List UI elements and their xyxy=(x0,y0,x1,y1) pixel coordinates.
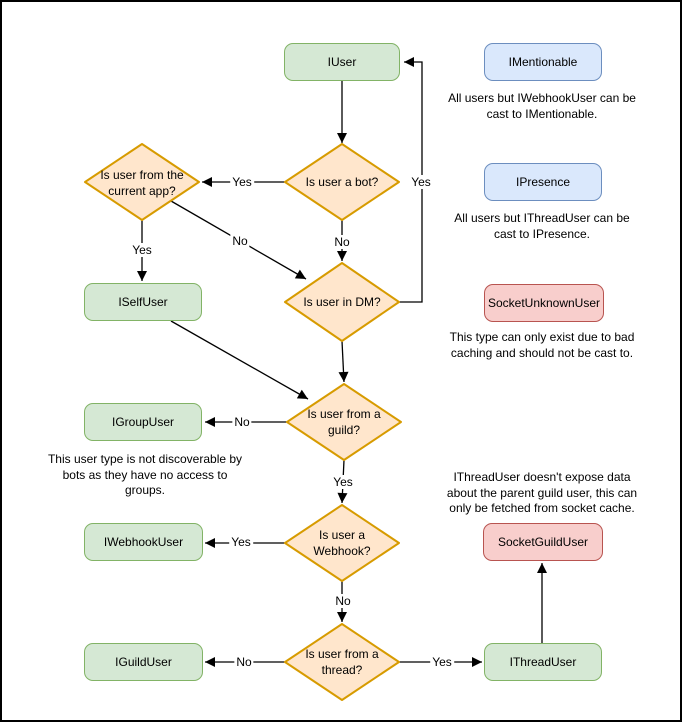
edge-label-guild-no: No xyxy=(232,415,252,429)
node-iselfuser: ISelfUser xyxy=(84,283,202,321)
edge-label-thread-yes: Yes xyxy=(430,655,454,669)
decision-is-bot xyxy=(284,143,400,221)
node-socketguilduser: SocketGuildUser xyxy=(483,523,603,561)
edge-label-webhook-no: No xyxy=(333,594,353,608)
decision-label-is-webhook: Is user a Webhook? xyxy=(313,528,371,558)
decision-is-webhook xyxy=(284,504,400,582)
decision-label-from-current-app: Is user from the current app? xyxy=(100,168,184,198)
edge-label-bot-yes: Yes xyxy=(230,175,254,189)
note-igroupuser: This user type is not discoverable by bo… xyxy=(47,452,243,497)
decision-in-dm xyxy=(284,262,400,342)
node-iwebhookuser: IWebhookUser xyxy=(84,523,203,561)
note-socketunknownuser: This type can only exist due to bad cach… xyxy=(449,330,635,360)
decision-from-thread xyxy=(284,623,400,701)
node-ithreaduser: IThreadUser xyxy=(484,643,602,681)
edge-indm-to-fromguild xyxy=(338,340,349,383)
edge-label-app-no: No xyxy=(230,234,250,248)
decision-label-from-thread: Is user from a thread? xyxy=(305,647,379,677)
node-igroupuser: IGroupUser xyxy=(84,403,202,441)
decision-label-in-dm: Is user in DM? xyxy=(303,295,381,309)
decision-label-from-guild: Is user from a guild? xyxy=(307,407,381,437)
decision-from-guild xyxy=(286,383,402,461)
edge-label-guild-yes: Yes xyxy=(331,475,355,489)
node-socketunknownuser: SocketUnknownUser xyxy=(484,284,604,322)
node-ipresence: IPresence xyxy=(484,163,602,201)
node-iguilduser: IGuildUser xyxy=(84,643,203,681)
edge-label-bot-no: No xyxy=(332,235,352,249)
note-imentionable: All users but IWebhookUser can be cast t… xyxy=(448,91,636,121)
node-iuser: IUser xyxy=(284,43,400,81)
note-ithreaduser: IThreadUser doesn't expose data about th… xyxy=(446,470,638,515)
edge-label-thread-no: No xyxy=(234,655,254,669)
note-ipresence: All users but IThreadUser can be cast to… xyxy=(454,211,630,241)
edge-label-app-yes: Yes xyxy=(130,243,154,257)
decision-label-is-bot: Is user a bot? xyxy=(305,175,379,189)
edge-iselfuser-to-fromguild xyxy=(170,320,309,400)
edge-label-dm-yes: Yes xyxy=(409,175,433,189)
node-imentionable: IMentionable xyxy=(484,43,602,81)
edge-label-webhook-yes: Yes xyxy=(229,535,253,549)
decision-from-current-app xyxy=(84,143,200,221)
